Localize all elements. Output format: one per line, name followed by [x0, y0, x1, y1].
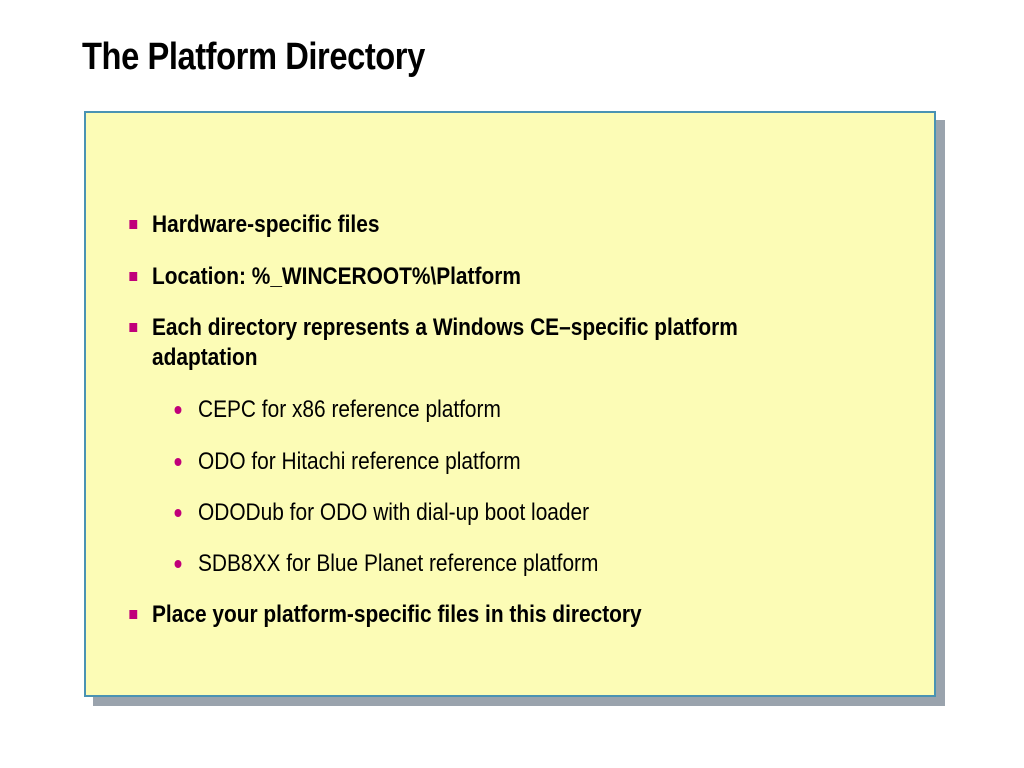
bullet-item: Each directory represents a Windows CE–s…: [129, 312, 738, 343]
sub-bullet-item: ODO for Hitachi reference platform: [174, 446, 521, 477]
bullet-text: Hardware-specific files: [152, 211, 380, 238]
slide-title: The Platform Directory: [82, 36, 425, 78]
sub-bullet-text: ODO for Hitachi reference platform: [198, 448, 521, 475]
bullet-list: Hardware-specific files Location: %_WINC…: [86, 113, 934, 695]
round-bullet-icon: [174, 406, 182, 414]
square-bullet-icon: [129, 220, 138, 229]
round-bullet-icon: [174, 560, 182, 568]
bullet-text: adaptation: [152, 344, 258, 371]
sub-bullet-text: SDB8XX for Blue Planet reference platfor…: [198, 550, 599, 577]
bullet-continuation: adaptation: [152, 342, 258, 373]
sub-bullet-item: ODODub for ODO with dial-up boot loader: [174, 497, 590, 528]
round-bullet-icon: [174, 509, 182, 517]
square-bullet-icon: [129, 272, 138, 281]
bullet-item: Place your platform-specific files in th…: [129, 599, 642, 630]
square-bullet-icon: [129, 610, 138, 619]
sub-bullet-item: CEPC for x86 reference platform: [174, 394, 501, 425]
bullet-text: Location: %_WINCEROOT%\Platform: [152, 263, 521, 290]
sub-bullet-item: SDB8XX for Blue Planet reference platfor…: [174, 548, 599, 579]
bullet-item: Hardware-specific files: [129, 209, 380, 240]
round-bullet-icon: [174, 458, 182, 466]
sub-bullet-text: ODODub for ODO with dial-up boot loader: [198, 499, 590, 526]
square-bullet-icon: [129, 323, 138, 332]
sub-bullet-text: CEPC for x86 reference platform: [198, 396, 501, 423]
bullet-item: Location: %_WINCEROOT%\Platform: [129, 261, 521, 292]
bullet-text: Place your platform-specific files in th…: [152, 601, 642, 628]
bullet-text: Each directory represents a Windows CE–s…: [152, 314, 738, 341]
content-panel: Hardware-specific files Location: %_WINC…: [84, 111, 936, 697]
